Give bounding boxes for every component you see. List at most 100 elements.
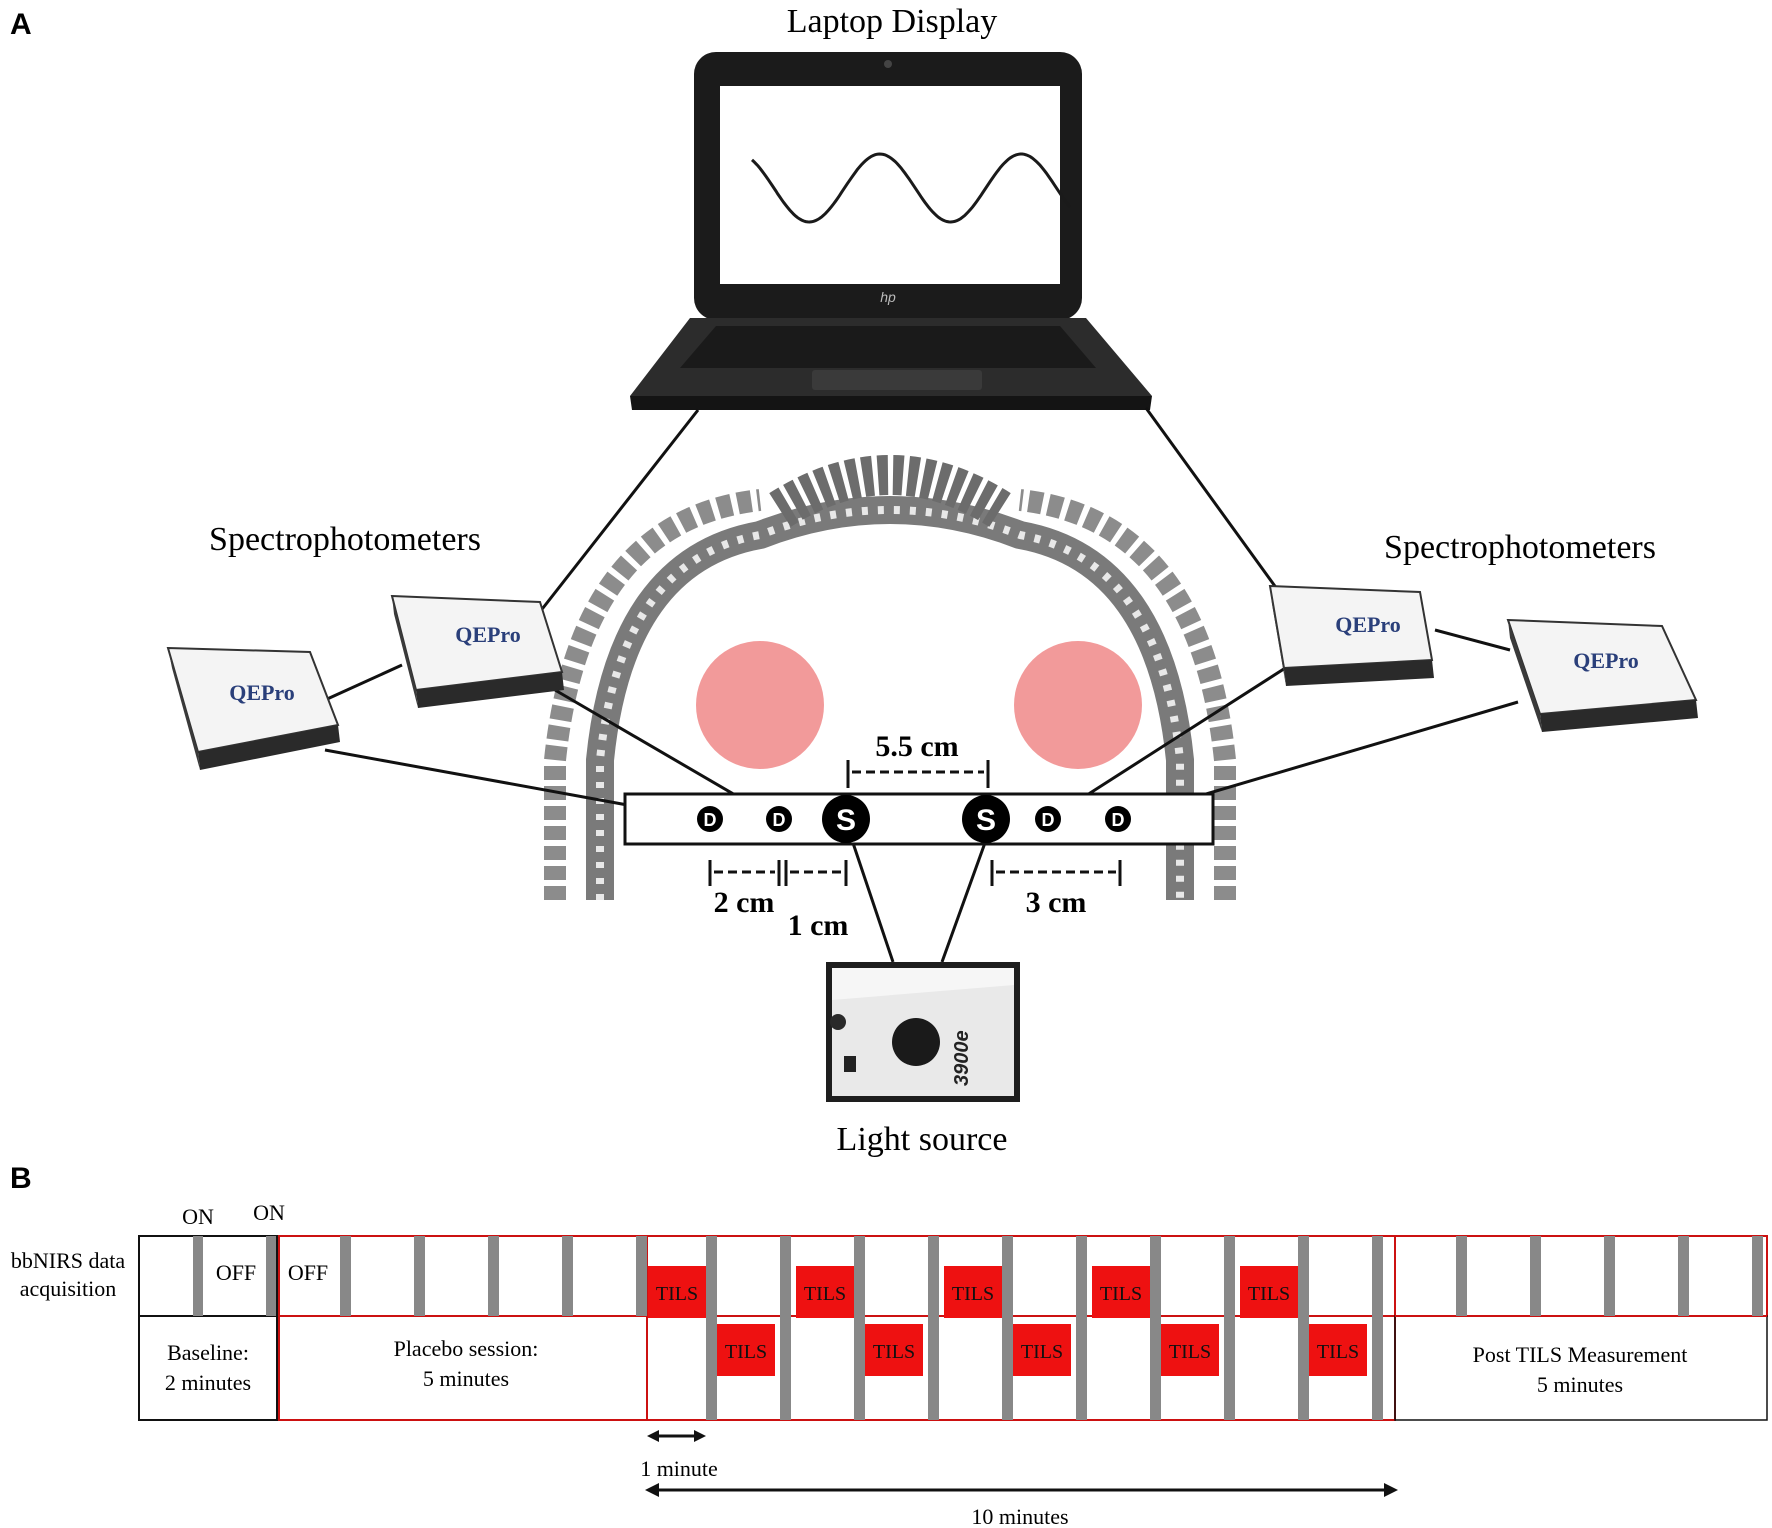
acquisition-on-bar	[780, 1236, 791, 1420]
acquisition-on-bar	[488, 1236, 499, 1316]
cable-laptop-right	[1144, 407, 1287, 601]
acquisition-on-bar	[1224, 1236, 1235, 1420]
left-cheek-circle	[696, 641, 824, 769]
fiber-source-right	[940, 839, 988, 963]
fiber-source-left	[850, 839, 895, 963]
row-label-line2: acquisition	[20, 1276, 117, 1301]
dist-marker-3cm	[990, 860, 1122, 886]
dist-marker-5-5cm	[846, 760, 990, 788]
tils-label: TILS	[1317, 1341, 1359, 1363]
tils-label: TILS	[1169, 1341, 1211, 1363]
acquisition-on-bar	[1604, 1236, 1615, 1316]
cable-laptop-left	[530, 409, 700, 623]
placebo-label-line2: 5 minutes	[423, 1366, 509, 1391]
acquisition-on-bar	[1076, 1236, 1087, 1420]
laptop-icon: hp	[630, 52, 1152, 410]
source-1: S	[822, 795, 870, 843]
acquisition-on-bar	[706, 1236, 717, 1420]
device-brand-label: QEPro	[1335, 612, 1401, 637]
acquisition-on-bar	[1456, 1236, 1467, 1316]
tils-block	[1161, 1324, 1219, 1376]
acquisition-on-bar	[1678, 1236, 1689, 1316]
tils-block	[1092, 1266, 1150, 1318]
detector-label: D	[1042, 810, 1055, 830]
acquisition-on-bar	[1298, 1236, 1309, 1420]
baseline-label-line2: 2 minutes	[165, 1370, 251, 1395]
spectrophotometer-2: QEPro	[390, 594, 564, 708]
dist-label-3cm: 3 cm	[1026, 886, 1087, 919]
dist-label-5-5cm: 5.5 cm	[875, 730, 958, 763]
panel-a-label: A	[10, 8, 32, 41]
source-2: S	[962, 795, 1010, 843]
tils-block	[1309, 1324, 1367, 1376]
detector-1: D	[697, 806, 723, 832]
tils-block	[1013, 1324, 1071, 1376]
acquisition-on-bar	[636, 1236, 647, 1316]
cable-spectro-right-link	[1434, 628, 1511, 652]
light-source-title: Light source	[837, 1121, 1008, 1158]
baseline-on-bar	[193, 1236, 203, 1316]
device-brand-label: QEPro	[1573, 648, 1639, 673]
tils-block	[796, 1266, 854, 1318]
ten-minutes-arrow	[645, 1483, 1398, 1497]
tils-block	[717, 1324, 775, 1376]
baseline-time-box	[138, 1315, 278, 1421]
cable-spectro-left-link	[324, 663, 403, 702]
right-cheek-circle	[1014, 641, 1142, 769]
tils-block	[865, 1324, 923, 1376]
laptop-waveform	[750, 152, 1072, 224]
post-label-line2: 5 minutes	[1537, 1372, 1623, 1397]
tils-block	[944, 1266, 1002, 1318]
laptop-title: Laptop Display	[787, 3, 998, 40]
one-minute-label: 1 minute	[640, 1456, 718, 1481]
panel-b-label: B	[10, 1162, 32, 1195]
ten-minutes-label: 10 minutes	[971, 1504, 1068, 1528]
spectrophotometer-4: QEPro	[1506, 618, 1698, 732]
acquisition-on-bar	[562, 1236, 573, 1316]
tils-label: TILS	[804, 1283, 846, 1305]
post-time-box	[1394, 1315, 1768, 1421]
device-brand-label: QEPro	[455, 622, 521, 647]
light-source-model: 3900e	[951, 1030, 973, 1086]
device-brand-label: QEPro	[229, 680, 295, 705]
source-label: S	[976, 804, 996, 837]
tils-block	[1240, 1266, 1298, 1318]
baseline-end-on-bar	[266, 1236, 276, 1316]
detector-label: D	[1112, 810, 1125, 830]
light-source-device: 3900e	[826, 962, 1020, 1102]
baseline-acq-box	[138, 1235, 278, 1317]
spectrophotometer-3: QEPro	[1268, 584, 1434, 686]
detector-3: D	[1035, 806, 1061, 832]
baseline-label-line1: Baseline:	[167, 1340, 249, 1365]
tils-label: TILS	[1248, 1283, 1290, 1305]
spectro-right-title: Spectrophotometers	[1384, 529, 1656, 566]
spectrophotometer-1: QEPro	[166, 646, 340, 770]
detector-label: D	[704, 810, 717, 830]
acquisition-on-bar	[928, 1236, 939, 1420]
laptop-logo: hp	[880, 289, 896, 305]
acquisition-on-bar	[414, 1236, 425, 1316]
head-illustration	[544, 455, 1236, 900]
tils-label: TILS	[656, 1283, 698, 1305]
detector-2: D	[766, 806, 792, 832]
tils-label: TILS	[1021, 1341, 1063, 1363]
tils-block	[648, 1266, 706, 1318]
detector-label: D	[773, 810, 786, 830]
row-label-line1: bbNIRS data	[11, 1248, 126, 1273]
on-label-1: ON	[182, 1204, 214, 1229]
post-label-line1: Post TILS Measurement	[1473, 1342, 1688, 1367]
dist-marker-2cm-1cm	[708, 860, 848, 886]
source-label: S	[836, 804, 856, 837]
acquisition-on-bar	[1150, 1236, 1161, 1420]
acquisition-on-bar	[1002, 1236, 1013, 1420]
on-bars-group	[340, 1236, 1763, 1420]
off-label-2: OFF	[288, 1260, 328, 1285]
acquisition-on-bar	[1752, 1236, 1763, 1316]
dist-label-1cm: 1 cm	[788, 909, 849, 942]
red-acq-box	[278, 1235, 1768, 1317]
acquisition-on-bar	[1530, 1236, 1541, 1316]
acquisition-on-bar	[340, 1236, 351, 1316]
acquisition-on-bar	[1372, 1236, 1383, 1420]
